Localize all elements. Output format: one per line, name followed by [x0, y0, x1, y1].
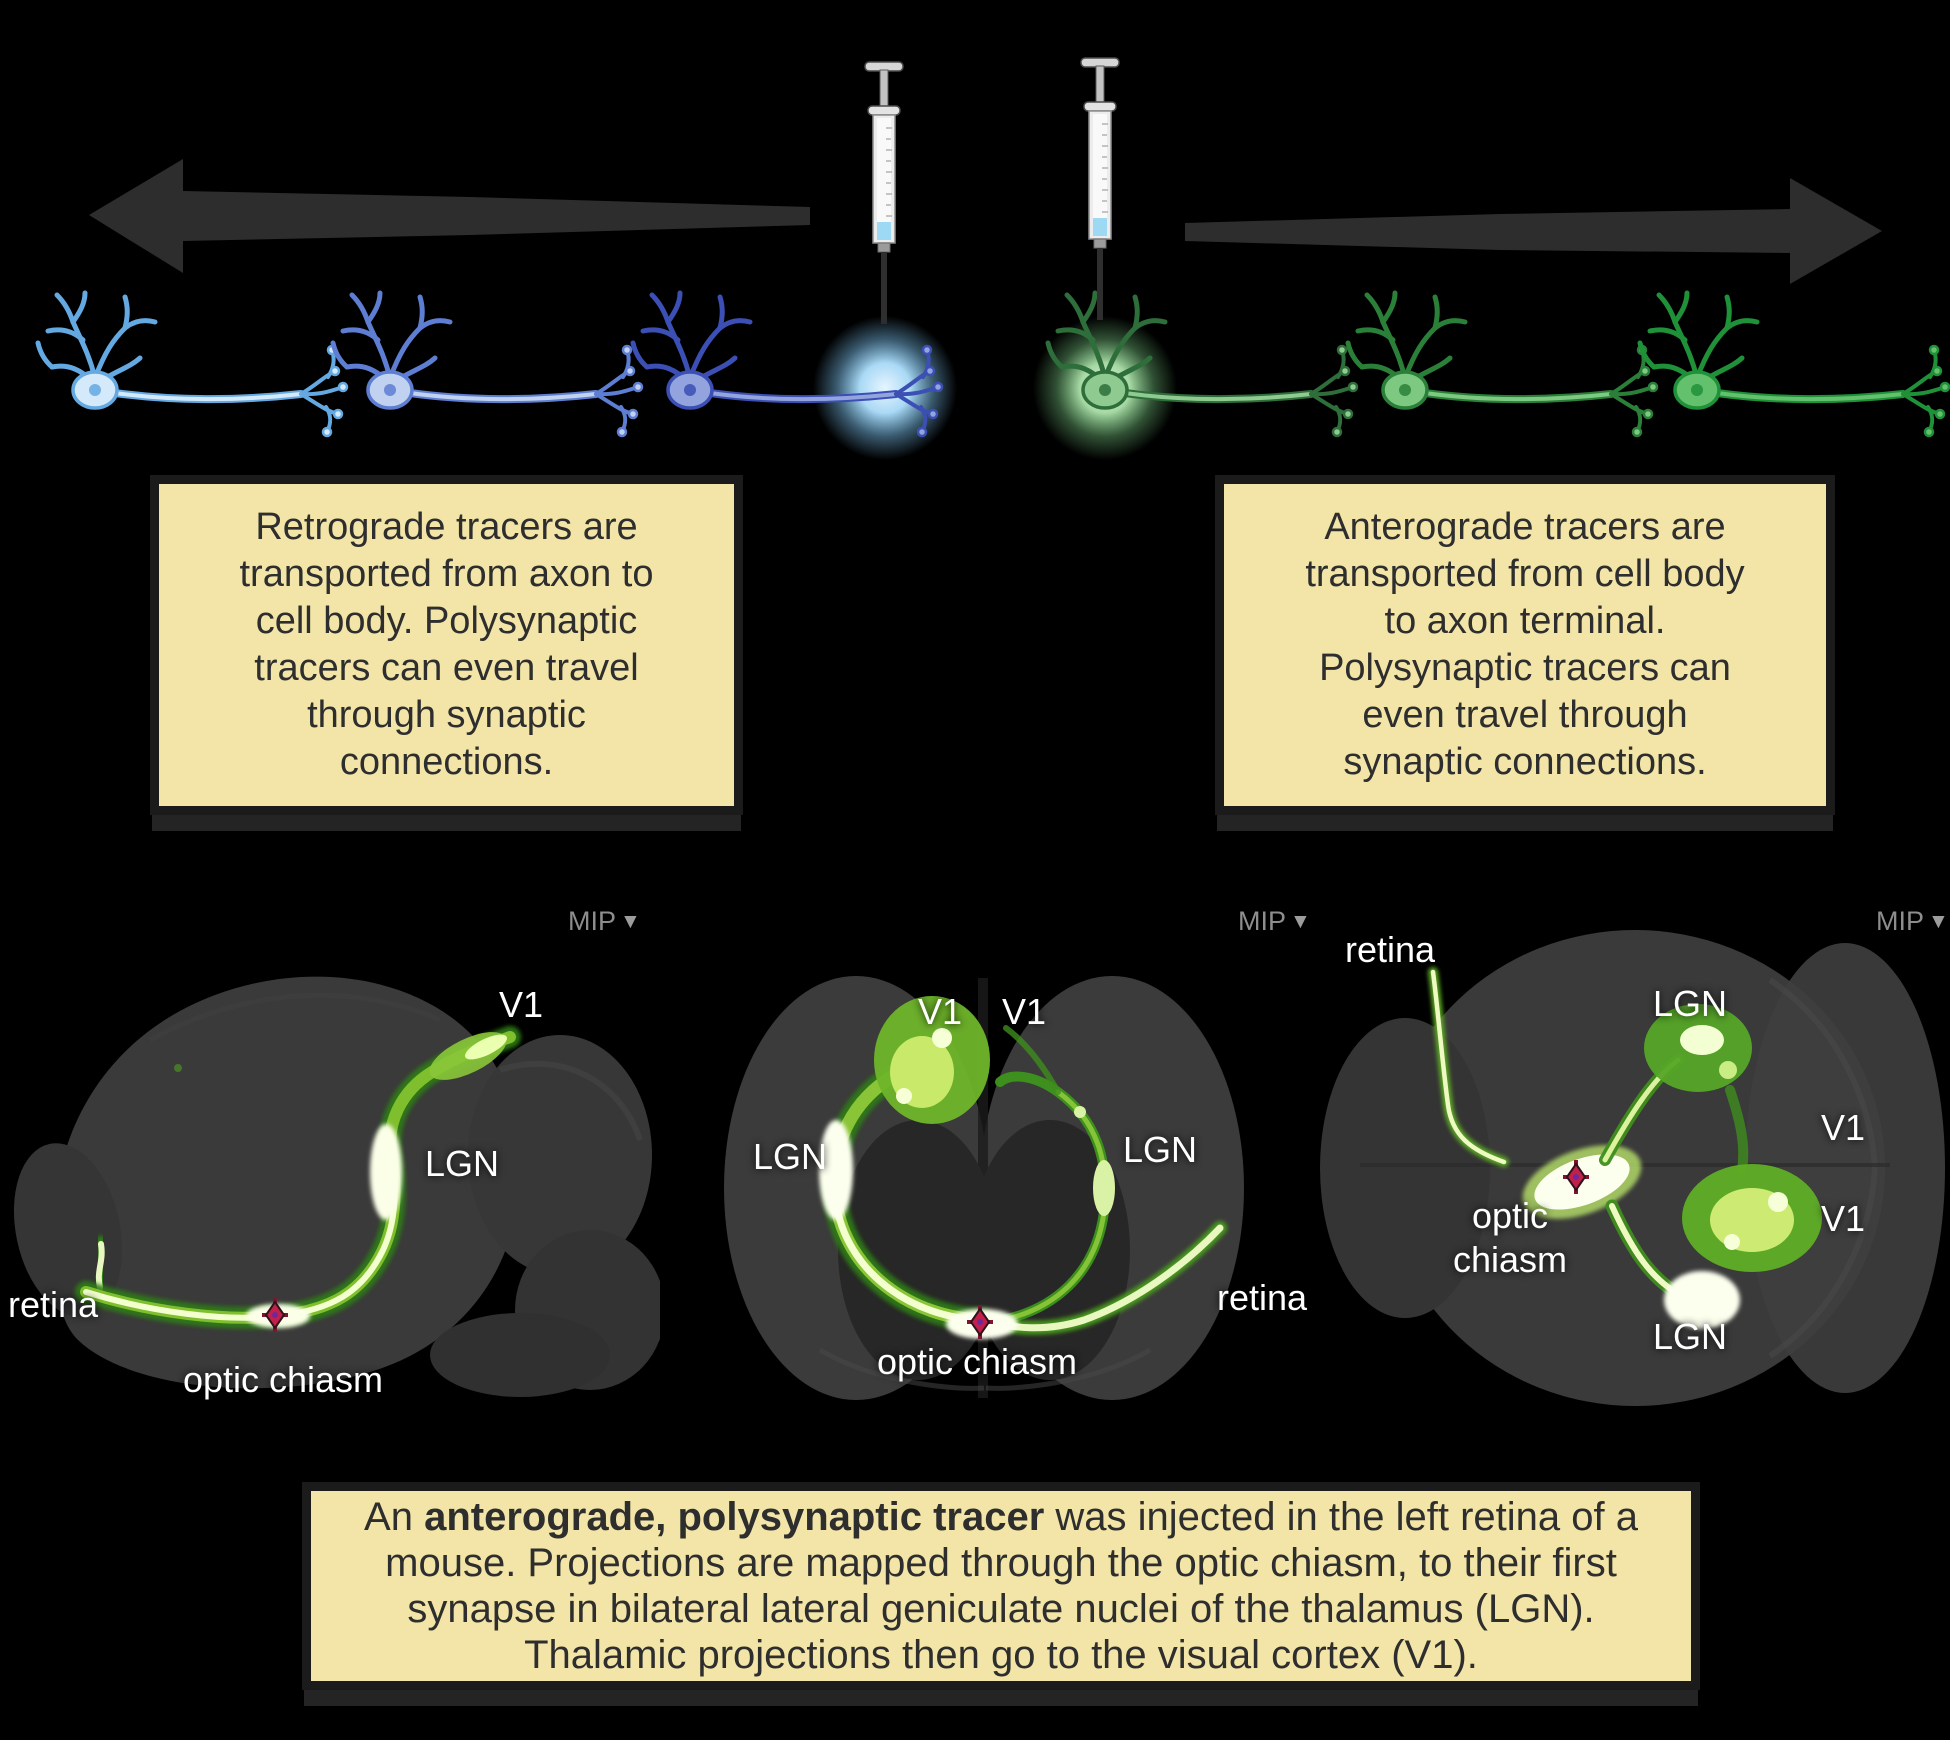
experiment-caption-box: An anterograde, polysynaptic tracer was …: [302, 1482, 1700, 1690]
retrograde-text-line: transported from axon to: [239, 553, 654, 595]
label-lgn: LGN: [424, 1143, 500, 1184]
blue-injection-glow: [813, 316, 957, 460]
tracer-schematic: [38, 57, 1949, 460]
mip-control[interactable]: MIP ▼: [1876, 908, 1949, 935]
mip-dropdown-icon: ▼: [620, 910, 641, 933]
label-v1-lower: V1: [1820, 1198, 1866, 1239]
anterograde-info-box: Anterograde tracers are transported from…: [1215, 475, 1835, 815]
mip-control[interactable]: MIP ▼: [1238, 908, 1311, 935]
tracer-path-sagittal: [75, 1026, 521, 1329]
brain-panel-coronal: [724, 976, 1244, 1400]
label-optic: optic: [1471, 1195, 1549, 1236]
caption-line1-post: was injected in the left retina of a: [1044, 1495, 1638, 1539]
syringe-anterograde-icon: [1080, 57, 1120, 321]
label-optic-chiasm: optic chiasm: [876, 1341, 1078, 1382]
mip-control[interactable]: MIP ▼: [568, 908, 641, 935]
green-neuron-3: [1640, 293, 1949, 436]
mip-dropdown-icon: ▼: [1290, 910, 1311, 933]
brain-panel-horizontal: [1320, 930, 1945, 1406]
label-v1-left: V1: [917, 991, 963, 1032]
anterograde-text-line: transported from cell body: [1305, 553, 1745, 595]
label-lgn-bottom: LGN: [1652, 1316, 1728, 1357]
label-v1-right: V1: [1001, 991, 1047, 1032]
label-lgn-right: LGN: [1122, 1129, 1198, 1170]
mouse-brain-sagittal: [13, 976, 660, 1397]
retrograde-text-line: connections.: [339, 741, 554, 783]
anterograde-text-line: synaptic connections.: [1343, 741, 1707, 783]
caption-line1-bold: anterograde, polysynaptic tracer: [424, 1495, 1045, 1539]
brain-panel-sagittal: [13, 976, 660, 1397]
label-retina: retina: [8, 1284, 99, 1325]
label-chiasm: chiasm: [1452, 1239, 1568, 1280]
mip-label: MIP: [1876, 906, 1925, 936]
caption-line-3: synapse in bilateral lateral geniculate …: [407, 1587, 1595, 1631]
label-lgn-top: LGN: [1652, 983, 1728, 1024]
mip-label: MIP: [568, 906, 617, 936]
caption-line1-pre: An: [364, 1495, 425, 1539]
anterograde-text-line: Polysynaptic tracers can: [1319, 647, 1731, 689]
syringe-retrograde-icon: [864, 61, 904, 325]
anterograde-text-line: even travel through: [1362, 694, 1688, 736]
blue-neuron-2: [333, 293, 642, 436]
label-v1-upper: V1: [1820, 1107, 1866, 1148]
retrograde-info-box: Retrograde tracers are transported from …: [150, 475, 743, 815]
retrograde-text-line: tracers can even travel: [254, 647, 639, 689]
mip-label: MIP: [1238, 906, 1287, 936]
label-retina: retina: [1216, 1277, 1308, 1318]
label-v1: V1: [498, 984, 544, 1025]
label-optic-chiasm: optic chiasm: [182, 1359, 384, 1400]
anterograde-direction-arrow: [1185, 178, 1882, 284]
tracer-path-coronal: [819, 996, 1227, 1339]
mip-dropdown-icon: ▼: [1928, 910, 1949, 933]
blue-neuron-1: [38, 293, 347, 436]
retrograde-text-line: cell body. Polysynaptic: [255, 600, 638, 642]
caption-line-4: Thalamic projections then go to the visu…: [524, 1633, 1478, 1677]
label-lgn-left: LGN: [752, 1136, 828, 1177]
green-neuron-2: [1348, 293, 1657, 436]
retrograde-direction-arrow: [89, 159, 810, 273]
label-retina: retina: [1344, 929, 1436, 970]
anterograde-text-line: Anterograde tracers are: [1324, 506, 1726, 548]
retrograde-text-line: Retrograde tracers are: [255, 506, 638, 548]
caption-line-2: mouse. Projections are mapped through th…: [385, 1541, 1617, 1585]
caption-line-1: An anterograde, polysynaptic tracer was …: [311, 1494, 1691, 1540]
anterograde-text-line: to axon terminal.: [1384, 600, 1666, 642]
retrograde-text-line: through synaptic: [307, 694, 586, 736]
